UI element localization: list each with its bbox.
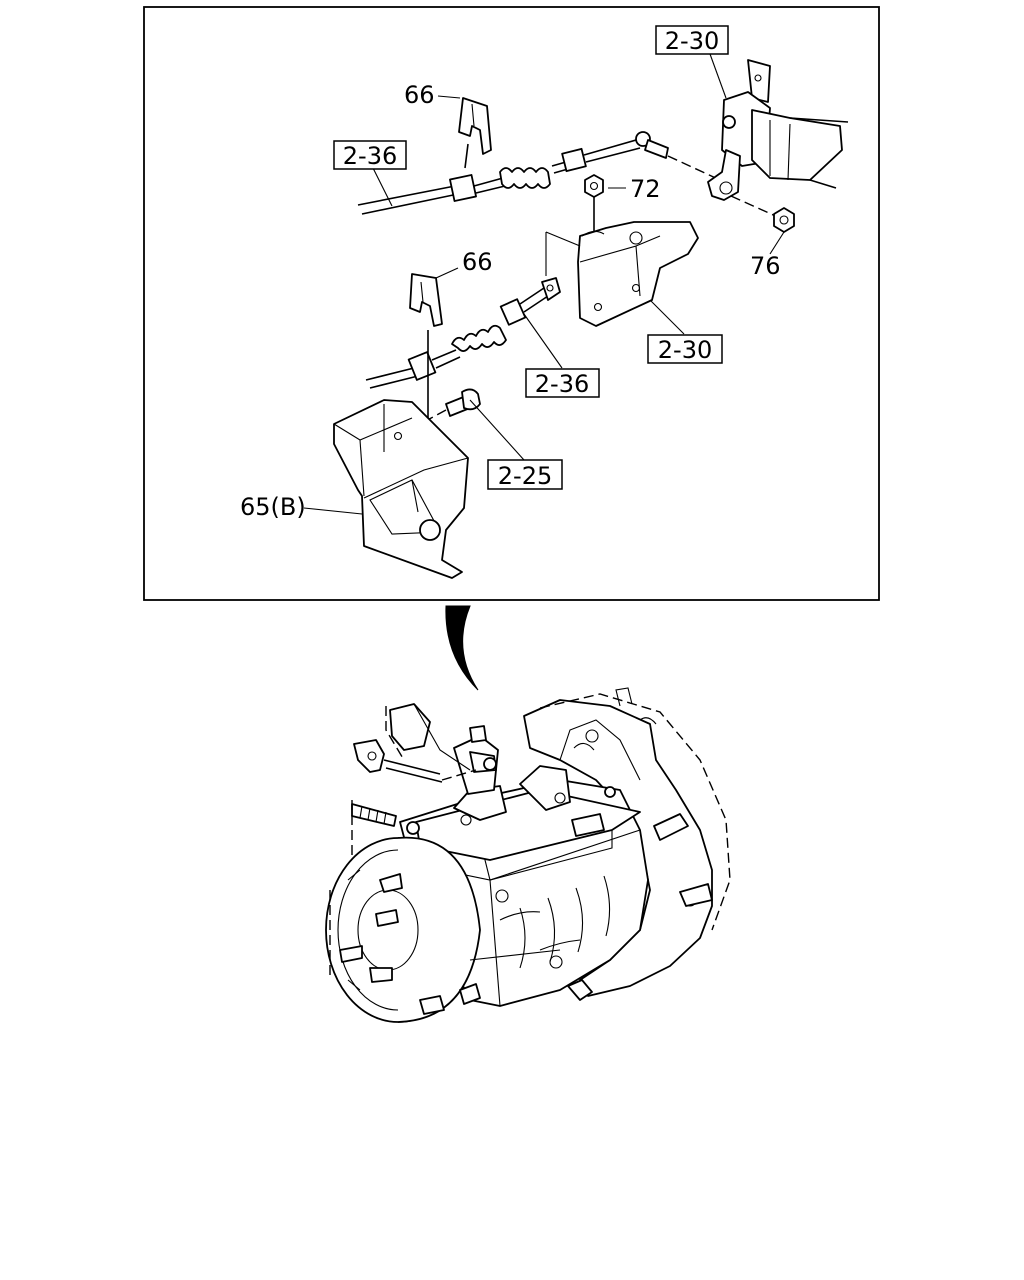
callout-2-36-mid: 2-36: [525, 368, 600, 398]
label-66-mid: 66: [462, 248, 493, 276]
label-2-30-top: 2-30: [665, 27, 719, 55]
label-2-36-mid: 2-36: [535, 370, 589, 398]
shaft-boot-bracket: [707, 59, 849, 219]
upper-shift-cable: [357, 131, 721, 215]
callout-2-30-mid: 2-30: [647, 334, 723, 364]
label-66-top: 66: [404, 81, 435, 109]
support-bracket: [545, 221, 699, 327]
transmission-assembly: [325, 687, 731, 1023]
detail-pointer-arrow: [445, 605, 479, 691]
nut-72: [584, 174, 604, 232]
callout-2-36-top: 2-36: [333, 140, 407, 170]
label-2-36-top: 2-36: [343, 142, 397, 170]
label-2-25: 2-25: [498, 462, 552, 490]
bracket-65b: [333, 399, 469, 579]
bolt-2-25: [397, 388, 481, 437]
leader-lines: [303, 53, 785, 515]
nut-76: [773, 207, 795, 233]
clip-66-upper: [458, 97, 492, 169]
callout-2-30-top: 2-30: [655, 25, 729, 55]
label-65b: 65(B): [240, 493, 306, 521]
label-76: 76: [750, 252, 781, 280]
label-72: 72: [630, 175, 661, 203]
label-2-30-mid: 2-30: [658, 336, 712, 364]
callout-2-25: 2-25: [487, 459, 563, 490]
